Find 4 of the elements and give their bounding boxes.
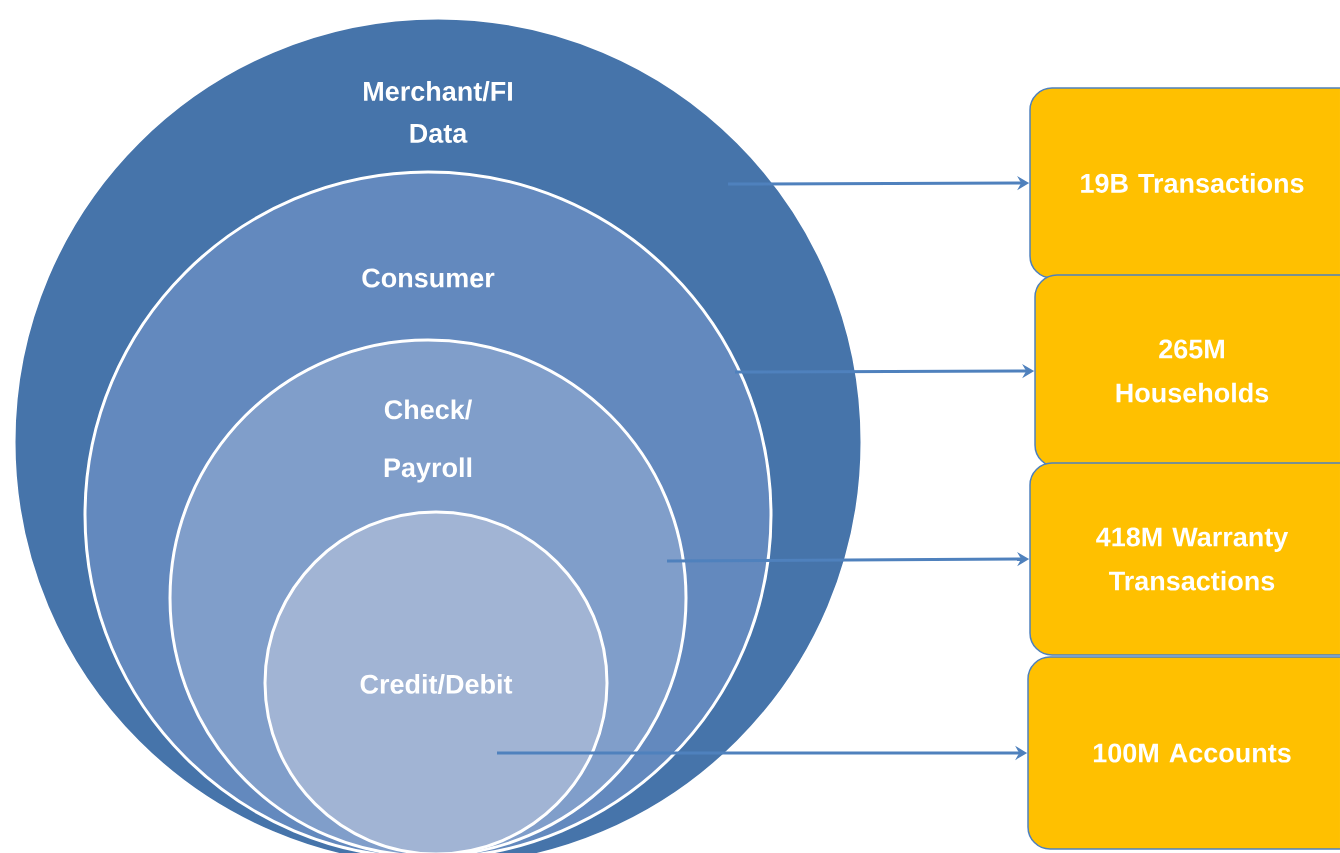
rounded-box: 100M Accounts: [1027, 656, 1340, 850]
node-label: 19B Transactions: [1081, 173, 1304, 193]
rounded-box: 418M Warranty Transactions: [1029, 462, 1340, 656]
rounded-box: 19B Transactions: [1029, 87, 1340, 279]
